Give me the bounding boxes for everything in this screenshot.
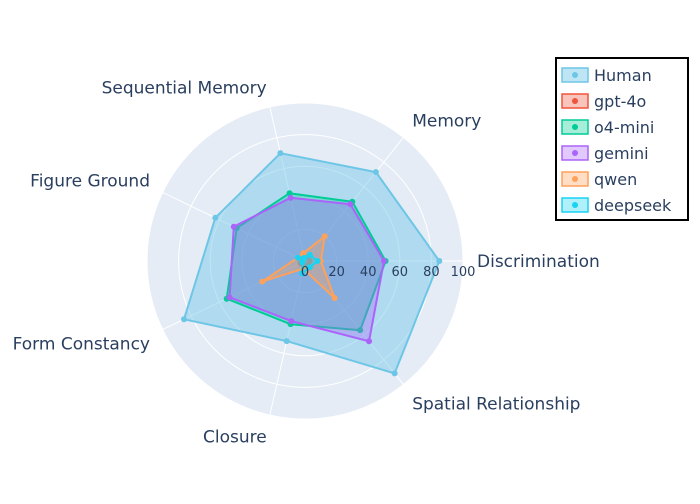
- legend-item[interactable]: gemini: [561, 144, 649, 163]
- legend-label: gemini: [594, 144, 649, 163]
- radial-tick-label: 20: [328, 265, 345, 280]
- data-point: [286, 190, 293, 197]
- data-point: [357, 327, 364, 334]
- grid-spoke: [304, 260, 404, 385]
- grid-spoke: [269, 260, 306, 416]
- legend-marker: [572, 72, 578, 78]
- data-point: [321, 233, 328, 240]
- data-point: [314, 258, 321, 264]
- data-point: [230, 223, 237, 230]
- data-point: [299, 259, 306, 266]
- data-point: [287, 194, 294, 201]
- legend-item[interactable]: o4-mini: [561, 118, 654, 137]
- radial-tick-label: 60: [392, 265, 409, 280]
- legend-item[interactable]: Human: [561, 66, 652, 85]
- data-point: [347, 201, 354, 208]
- series-area: [261, 235, 336, 300]
- data-point: [180, 316, 187, 323]
- axis-label: Form Constancy: [13, 335, 150, 355]
- legend-box: [555, 57, 689, 221]
- data-point: [391, 370, 398, 377]
- legend-label: o4-mini: [594, 118, 654, 137]
- legend-item[interactable]: deepseek: [561, 196, 672, 215]
- legend-label: gpt-4o: [594, 92, 646, 111]
- data-point: [288, 318, 295, 325]
- data-point: [331, 295, 338, 302]
- legend-label: Human: [594, 66, 652, 85]
- legend-label: deepseek: [594, 196, 672, 215]
- radial-tick-label: 80: [423, 265, 440, 280]
- data-point: [299, 270, 306, 277]
- data-point: [277, 150, 284, 157]
- axis-label: Spatial Relationship: [412, 395, 580, 415]
- legend-item[interactable]: qwen: [561, 170, 637, 189]
- radial-tick-label: 40: [360, 265, 377, 280]
- data-point: [306, 264, 313, 271]
- data-point: [306, 251, 313, 258]
- polar-grid: [146, 102, 464, 420]
- series-layer: [180, 150, 443, 377]
- data-point: [381, 258, 387, 264]
- radial-ticks: 0 20 40 60 80 100: [301, 265, 476, 280]
- axis-label: Figure Ground: [30, 171, 150, 191]
- legend-item[interactable]: gpt-4o: [561, 92, 646, 111]
- grid-spoke: [269, 106, 306, 262]
- radial-tick-label: 100: [451, 265, 476, 280]
- legend-marker: [572, 124, 578, 130]
- data-point: [436, 258, 443, 264]
- data-point: [300, 250, 307, 257]
- legend-label: qwen: [594, 170, 637, 189]
- axis-label: Memory: [412, 112, 481, 132]
- radial-tick-label: 0: [301, 265, 309, 280]
- axis-label: Closure: [203, 428, 267, 448]
- axis-label: Discrimination: [477, 252, 600, 272]
- data-point: [226, 294, 233, 301]
- data-point: [283, 338, 290, 345]
- angular-axis-labels: Discrimination Memory Sequential MemoryFig…: [13, 78, 600, 447]
- legend-marker: [572, 202, 578, 208]
- data-point: [212, 214, 219, 221]
- legend-marker: [572, 176, 578, 182]
- axis-label: Sequential Memory: [102, 78, 267, 98]
- legend-marker: [572, 150, 578, 156]
- legend: Human gpt-4o o4-mini gemini qwen deepseek: [555, 57, 689, 221]
- grid-spoke: [304, 137, 404, 262]
- data-point: [372, 169, 379, 176]
- legend-marker: [572, 98, 578, 104]
- data-point: [301, 254, 308, 261]
- series-deepseek: [294, 251, 321, 277]
- data-point: [366, 338, 373, 345]
- data-point: [294, 254, 301, 261]
- data-point: [259, 278, 266, 285]
